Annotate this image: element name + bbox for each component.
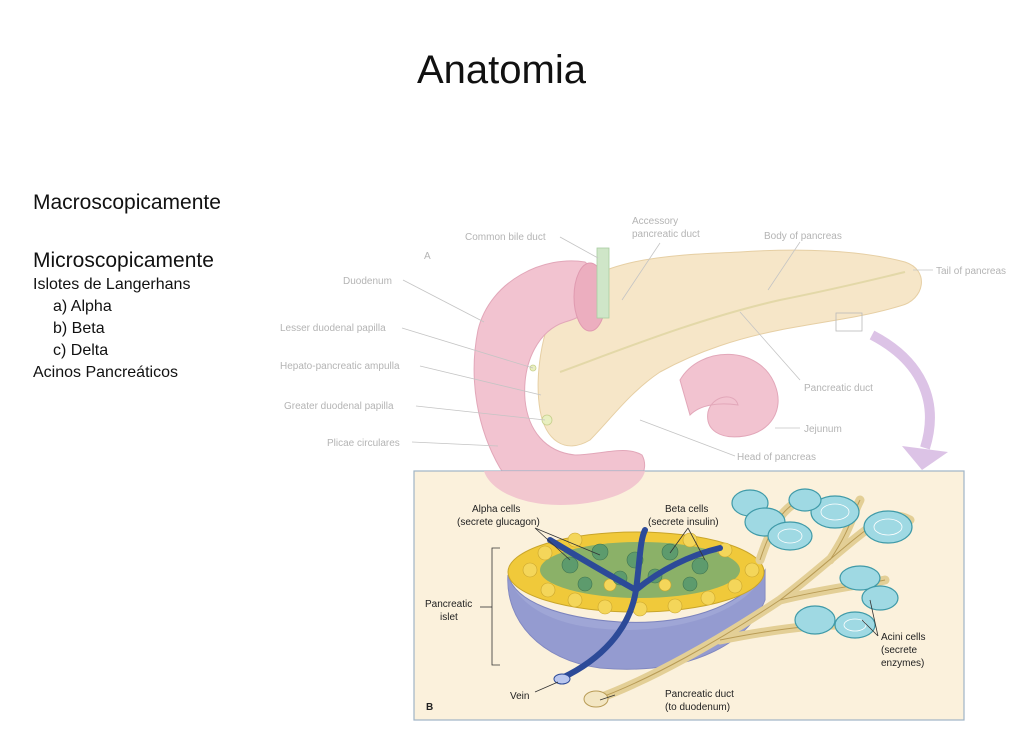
macro-heading: Macroscopicamente xyxy=(33,191,221,214)
list-item-beta: b) Beta xyxy=(53,320,105,337)
label-jejunum: Jejunum xyxy=(804,424,842,435)
label-accessory-1: Accessory xyxy=(632,216,678,227)
panel-b: B Alpha cells (secrete glucagon) Beta ce… xyxy=(413,470,965,721)
label-acini-3: enzymes) xyxy=(881,658,924,669)
label-beta-2: (secrete insulin) xyxy=(648,517,719,528)
label-ampulla: Hepato-pancreatic ampulla xyxy=(280,361,400,372)
list-item-alpha: a) Alpha xyxy=(53,298,112,315)
label-accessory-2: pancreatic duct xyxy=(632,229,700,240)
label-body: Body of pancreas xyxy=(764,231,842,242)
slide-title: Anatomia xyxy=(417,48,586,92)
common-bile-duct xyxy=(596,247,610,319)
slide-outline: Macroscopicamente Microscopicamente Islo… xyxy=(33,190,293,384)
zoom-arrow xyxy=(869,330,935,450)
label-duct-1: Pancreatic duct xyxy=(665,689,734,700)
duct-outline xyxy=(593,499,886,701)
label-lesser-papilla: Lesser duodenal papilla xyxy=(280,323,386,334)
label-islet-1: Pancreatic xyxy=(425,599,472,610)
duodenum-overlap xyxy=(484,471,645,505)
duct-opening xyxy=(583,690,609,708)
label-vein: Vein xyxy=(510,691,529,702)
label-duodenum: Duodenum xyxy=(343,276,392,287)
label-head: Head of pancreas xyxy=(737,452,816,463)
panel-a-letter: A xyxy=(424,251,431,262)
list-item-delta: c) Delta xyxy=(53,342,109,359)
vein-opening xyxy=(553,673,571,685)
label-greater-papilla: Greater duodenal papilla xyxy=(284,401,394,412)
label-duct-2: (to duodenum) xyxy=(665,702,730,713)
label-alpha-1: Alpha cells xyxy=(472,504,520,515)
duodenum xyxy=(473,260,646,501)
label-common-bile-duct: Common bile duct xyxy=(465,232,546,243)
acini-texture xyxy=(777,503,903,632)
label-beta-1: Beta cells xyxy=(665,504,708,515)
label-acini-2: (secrete xyxy=(881,645,918,656)
zoom-arrow-head xyxy=(902,446,948,470)
micro-heading: Microscopicamente xyxy=(33,249,214,272)
list-item-islets: Islotes de Langerhans xyxy=(33,276,191,293)
label-pancreatic-duct: Pancreatic duct xyxy=(804,383,873,394)
islet-bracket xyxy=(491,547,500,666)
label-tail: Tail of pancreas xyxy=(936,266,1006,277)
list-item-acini: Acinos Pancreáticos xyxy=(33,364,178,381)
jejunum xyxy=(679,353,779,438)
label-plicae: Plicae circulares xyxy=(327,438,400,449)
panel-b-letter: B xyxy=(426,702,433,713)
acini-clusters xyxy=(731,488,913,639)
panel-a: A Common bile duct xyxy=(280,216,1006,501)
label-alpha-2: (secrete glucagon) xyxy=(457,517,540,528)
pancreas-body xyxy=(537,249,922,447)
label-acini-1: Acini cells xyxy=(881,632,925,643)
label-islet-2: islet xyxy=(440,612,458,623)
pancreatic-duct-line xyxy=(559,271,906,373)
islet-cells xyxy=(522,532,760,617)
inset-box xyxy=(835,312,863,332)
vein xyxy=(547,527,723,681)
